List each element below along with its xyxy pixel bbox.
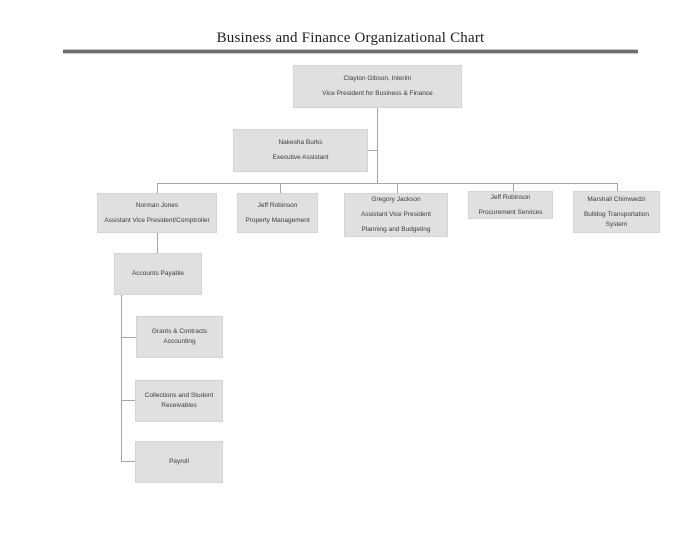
connector-line: [121, 337, 136, 338]
person-title: Assistant Vice President: [361, 211, 431, 218]
person-title: Assistant Vice President/Comptroller: [104, 216, 210, 224]
person-title: Procurement Services: [478, 208, 543, 216]
person-title: Executive Assistant: [272, 154, 329, 161]
person-name: Clayton Gibson, Interim: [343, 75, 412, 82]
org-node-accounts-payable: Accounts Payable: [114, 253, 202, 295]
org-node-planning-budgeting: Gregory Jackson Assistant Vice President…: [344, 193, 448, 237]
connector-line: [617, 183, 618, 191]
connector-line: [377, 108, 378, 183]
person-department: Planning and Budgeting: [361, 226, 431, 233]
page-title: Business and Finance Organizational Char…: [216, 30, 485, 46]
title-underline-rule: [63, 49, 638, 54]
department-name: Collections and Student Receivables: [144, 392, 214, 409]
org-node-procurement-services: Jeff Robinson Procurement Services: [468, 191, 553, 219]
connector-line: [157, 183, 158, 193]
connector-line: [121, 400, 135, 401]
org-node-property-management: Jeff Robinson Property Management: [237, 193, 318, 233]
department-name: Payroll: [169, 458, 189, 465]
org-node-vice-president: Clayton Gibson, Interim Vice President f…: [293, 65, 462, 108]
person-title: Property Management: [245, 216, 310, 224]
connector-line: [397, 183, 398, 193]
department-name: Accounts Payable: [131, 270, 185, 277]
connector-line: [121, 461, 135, 462]
person-name: Gregory Jackson: [371, 196, 421, 203]
person-name: Jeff Robinson: [257, 201, 298, 209]
person-title: Bulldog Transportation System: [583, 210, 650, 228]
connector-line: [121, 295, 122, 462]
connector-line: [157, 233, 158, 253]
org-node-collections-student-receivables: Collections and Student Receivables: [135, 380, 223, 422]
connector-line: [368, 150, 378, 151]
person-name: Nakesha Burks: [278, 139, 323, 146]
org-node-comptroller: Norman Jones Assistant Vice President/Co…: [97, 193, 217, 233]
person-name: Norman Jones: [135, 201, 179, 209]
connector-line: [513, 183, 514, 191]
org-node-bulldog-transportation: Marshall Chimwedzi Bulldog Transportatio…: [573, 191, 660, 233]
department-name: Grants & Contracts Accounting: [151, 328, 208, 345]
person-title: Vice President for Business & Finance: [322, 90, 433, 97]
connector-line: [157, 183, 618, 184]
connector-line: [280, 183, 281, 193]
org-node-executive-assistant: Nakesha Burks Executive Assistant: [233, 129, 368, 172]
org-node-grants-contracts-accounting: Grants & Contracts Accounting: [136, 316, 223, 358]
person-name: Jeff Robinson: [490, 193, 531, 201]
person-name: Marshall Chimwedzi: [587, 195, 646, 203]
org-node-payroll: Payroll: [135, 441, 223, 483]
